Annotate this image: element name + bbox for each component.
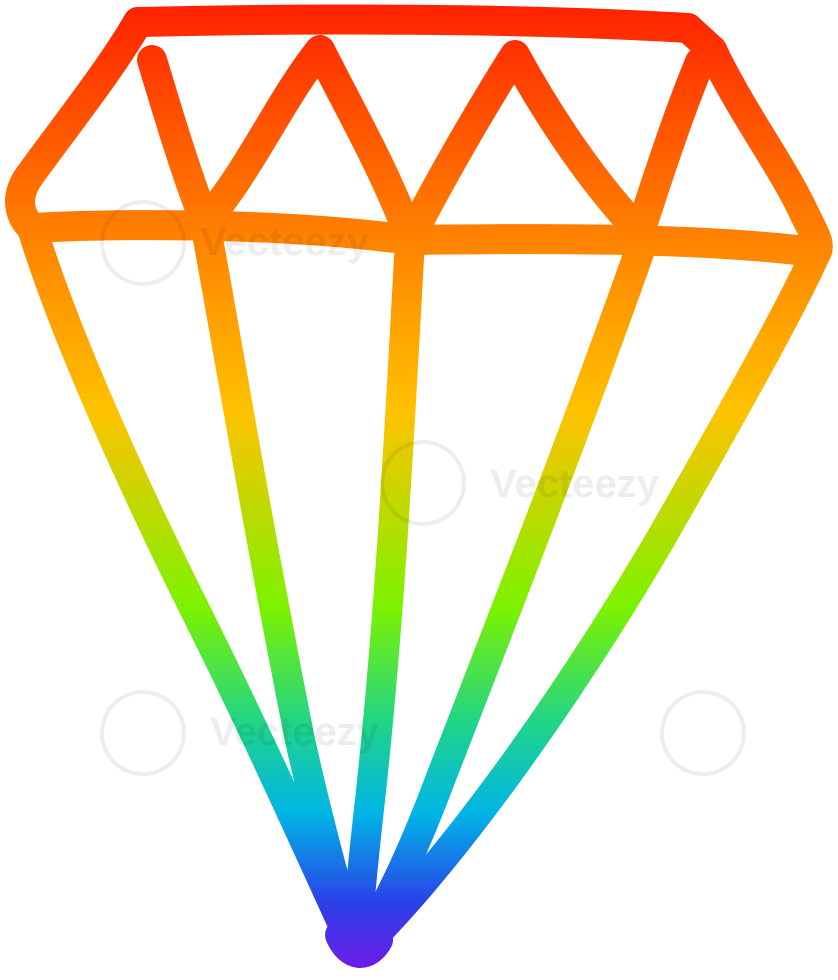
diamond-crown-facets [137, 35, 715, 253]
diamond-top-edge [123, 4, 727, 65]
diamond-pavilion-center [340, 225, 425, 963]
diamond-pavilion-left-outer [17, 213, 365, 955]
diamond-crown-left-side [5, 7, 153, 243]
diamond-bottom-tip [325, 920, 393, 968]
diamond-pavilion-right-outer [350, 240, 830, 960]
diamond-pavilion-right-inner [345, 235, 655, 963]
diamond-pavilion-left-inner [190, 207, 367, 960]
diamond-crown-right-side [697, 35, 833, 270]
